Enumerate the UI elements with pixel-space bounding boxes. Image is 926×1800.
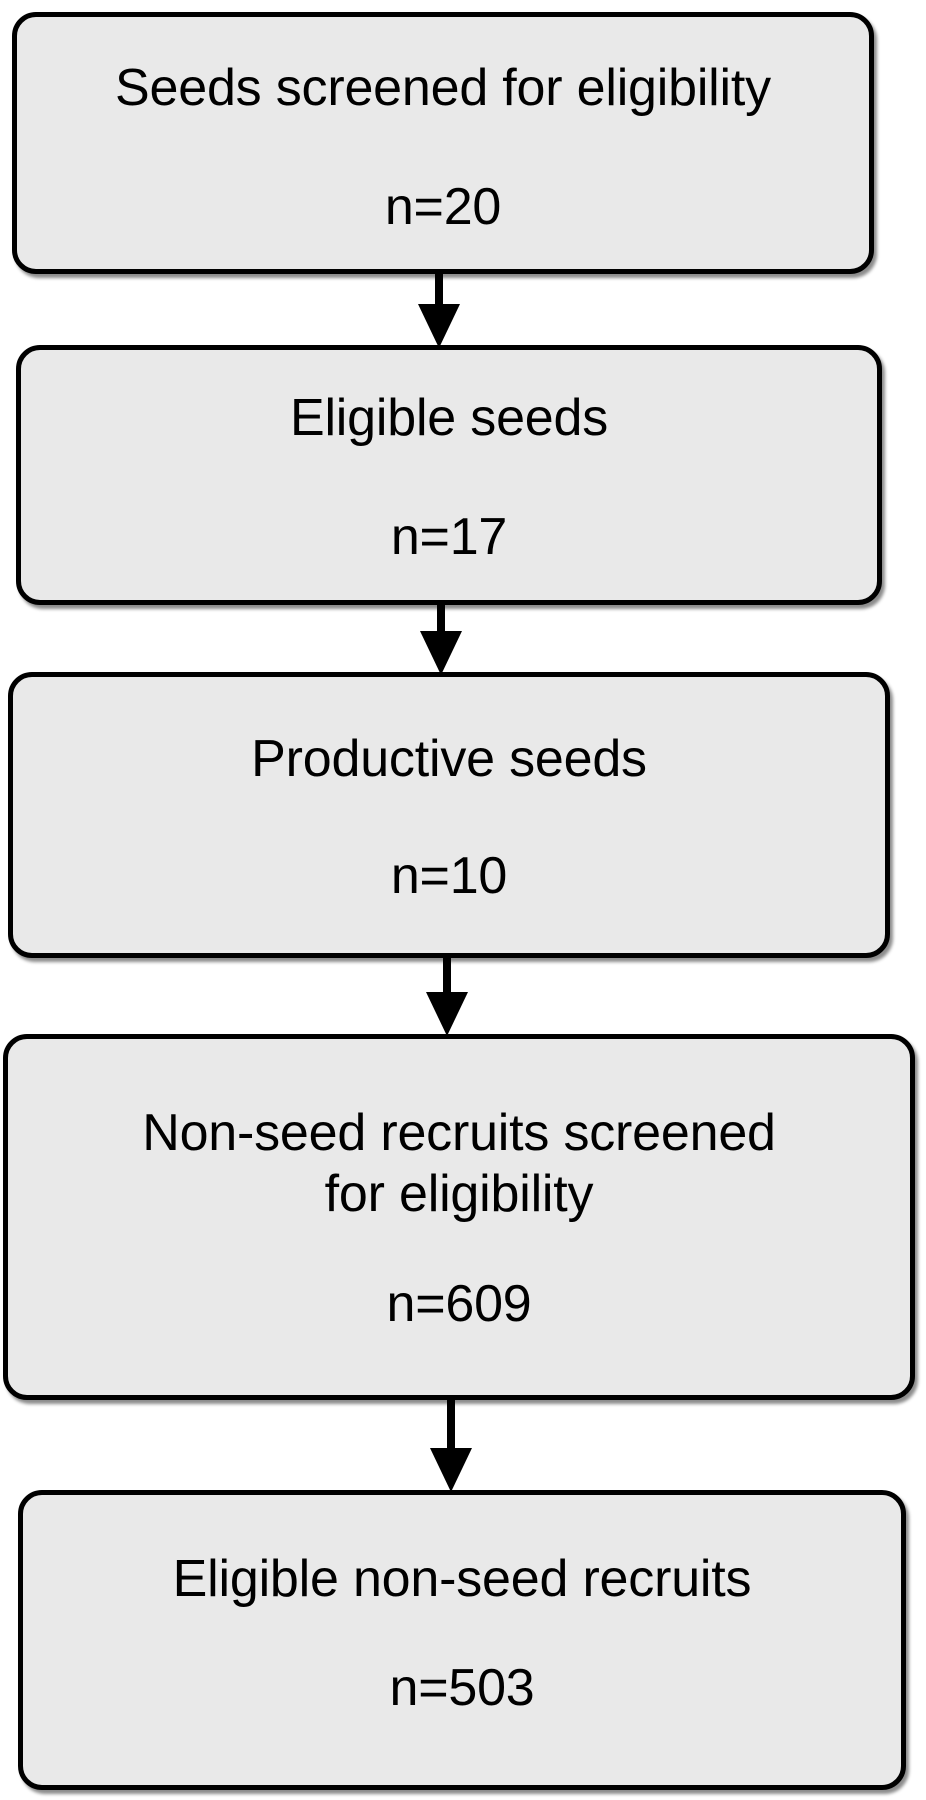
arrow-head <box>420 631 462 675</box>
node-count: n=503 <box>389 1659 535 1717</box>
arrow-stem <box>447 1398 455 1450</box>
arrow-head <box>426 992 468 1036</box>
arrow-stem <box>437 603 445 633</box>
node-label: Non-seed recruits screened for eligibili… <box>142 1103 776 1224</box>
node-count: n=17 <box>390 508 508 566</box>
arrow-stem <box>435 272 443 306</box>
flowchart-node-nonseed-screened: Non-seed recruits screened for eligibili… <box>3 1034 915 1400</box>
flowchart-node-productive-seeds: Productive seeds n=10 <box>8 672 890 958</box>
node-count: n=20 <box>384 178 502 236</box>
node-label: Eligible seeds <box>289 388 609 447</box>
node-label: Seeds screened for eligibility <box>115 58 771 117</box>
arrow-head <box>430 1448 472 1492</box>
flowchart-node-seeds-screened: Seeds screened for eligibility n=20 <box>12 12 874 274</box>
flowchart-node-eligible-seeds: Eligible seeds n=17 <box>16 345 882 605</box>
node-count: n=10 <box>390 847 508 905</box>
node-count: n=609 <box>386 1274 532 1333</box>
node-label: Productive seeds <box>251 729 647 788</box>
node-label: Eligible non-seed recruits <box>172 1549 752 1608</box>
flowchart-node-eligible-nonseed: Eligible non-seed recruits n=503 <box>18 1490 906 1790</box>
arrow-stem <box>443 956 451 994</box>
arrow-head <box>418 304 460 348</box>
